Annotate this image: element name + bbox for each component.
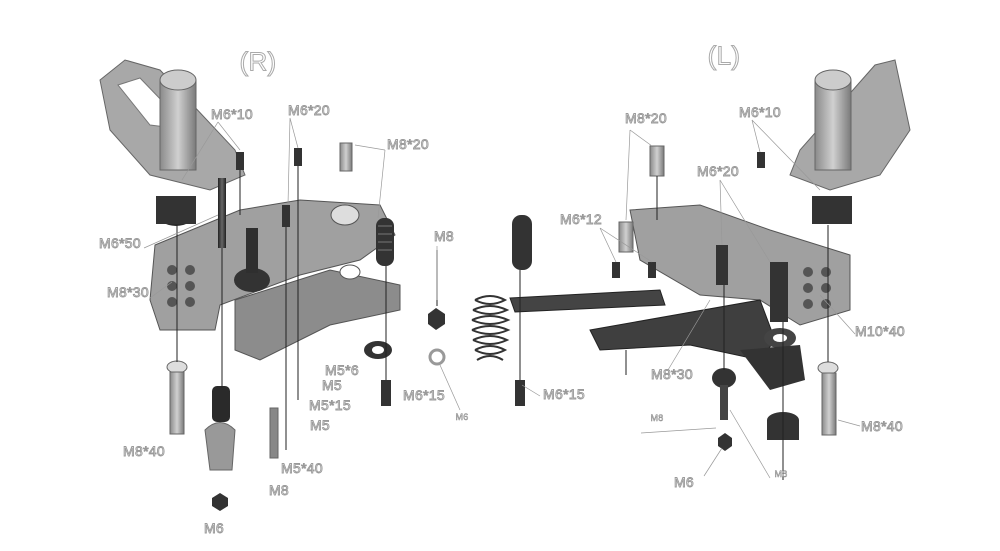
label-m5: M5: [321, 377, 343, 394]
label-m6x15: M6*15: [543, 386, 586, 403]
leader-lines: [143, 117, 861, 479]
label-m6x15: M6*15: [403, 387, 446, 404]
label-m8: M8: [774, 469, 788, 480]
right-assembly: [99, 59, 446, 511]
label-m6: M6: [203, 520, 225, 537]
left-assembly: [509, 59, 911, 480]
label-m5x6: M5*6: [325, 362, 359, 379]
label-m8: M8: [268, 482, 290, 499]
left-footpeg: [814, 79, 852, 171]
left-main-plate: [629, 204, 851, 326]
label-m8x40: M8*40: [123, 443, 166, 460]
label-m6: M6: [673, 474, 695, 491]
label-m6x10: M6*10: [211, 106, 254, 123]
label-m6x20: M6*20: [288, 102, 331, 119]
label-m8x20: M8*20: [387, 136, 430, 153]
label-m8: M8: [433, 228, 455, 245]
label-m8: M8: [650, 413, 664, 424]
label-m5x40: M5*40: [281, 460, 324, 477]
left-side-label: (L): [707, 40, 741, 71]
label-m6x10: M6*10: [739, 104, 782, 121]
label-m5x15: M5*15: [309, 397, 352, 414]
label-m5: M5: [309, 417, 331, 434]
right-footpeg: [159, 79, 197, 171]
label-m8x30: M8*30: [107, 284, 150, 301]
label-m8x20: M8*20: [625, 110, 668, 127]
center-spring: [471, 295, 511, 361]
label-m6: M6: [455, 412, 469, 423]
label-m8x30: M8*30: [651, 366, 694, 383]
label-m6x20: M6*20: [697, 163, 740, 180]
label-m6x12: M6*12: [560, 211, 603, 228]
right-main-plate: [149, 199, 396, 331]
label-m6x50: M6*50: [99, 235, 142, 252]
label-m8x40: M8*40: [861, 418, 904, 435]
right-side-label: (R): [239, 46, 277, 77]
right-hex-nut: [212, 493, 228, 511]
label-m10x40: M10*40: [854, 323, 906, 340]
